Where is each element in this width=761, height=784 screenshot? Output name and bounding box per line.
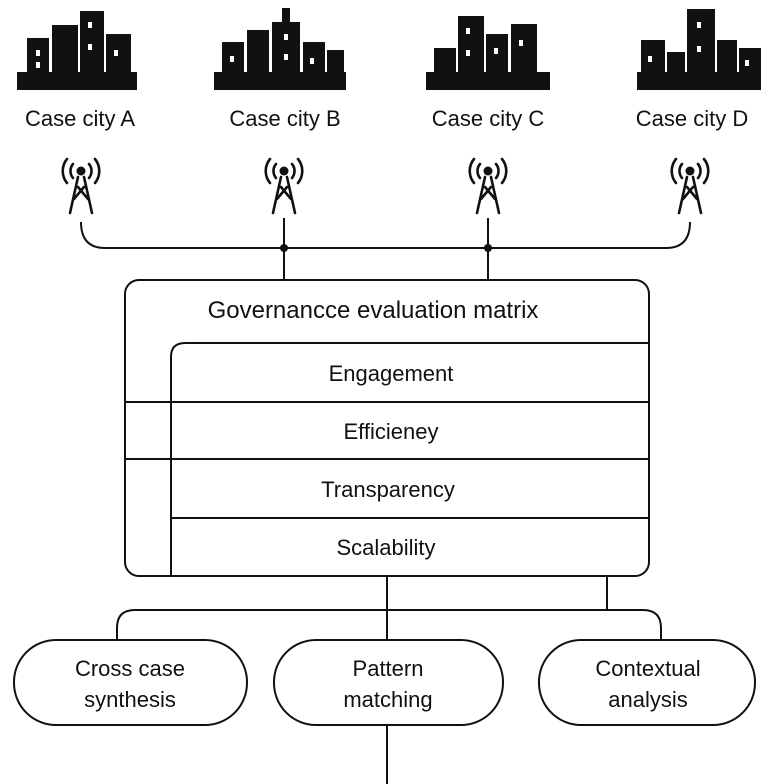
tower-c-icon [468, 157, 508, 215]
tower-d-icon [670, 157, 710, 215]
analysis-label-pattern: matching [343, 687, 432, 712]
city-label-d: Case city D [636, 106, 748, 131]
city-label-b: Case city B [229, 106, 340, 131]
junction-dot [484, 244, 492, 252]
analysis-pill-pattern [273, 639, 504, 726]
analysis-label-pattern: Pattern [353, 656, 424, 681]
city-a-icon [17, 11, 137, 90]
matrix-row-transparency: Transparency [321, 477, 455, 502]
city-b-icon [214, 8, 346, 90]
matrix-row-scalability: Scalability [336, 535, 435, 560]
analysis-label-cross-case: Cross case [75, 656, 185, 681]
matrix-row-engagement: Engagement [329, 361, 454, 386]
city-label-a: Case city A [25, 106, 135, 131]
city-c-icon [426, 16, 550, 90]
city-label-c: Case city C [432, 106, 545, 131]
tower-connector-bus [80, 218, 691, 280]
junction-dot [280, 244, 288, 252]
analysis-pill-cross-case [13, 639, 248, 726]
matrix-row-efficiency: Efficieney [344, 419, 439, 444]
analysis-connector [116, 576, 662, 784]
analysis-label-contextual: analysis [608, 687, 687, 712]
matrix-inner-frame [170, 342, 649, 576]
city-d-icon [637, 9, 761, 90]
matrix-title: Governancce evaluation matrix [208, 297, 539, 324]
analysis-label-contextual: Contextual [595, 656, 700, 681]
analysis-label-cross-case: synthesis [84, 687, 176, 712]
tower-b-icon [264, 157, 304, 215]
analysis-pill-contextual [538, 639, 756, 726]
tower-a-icon [61, 157, 101, 215]
